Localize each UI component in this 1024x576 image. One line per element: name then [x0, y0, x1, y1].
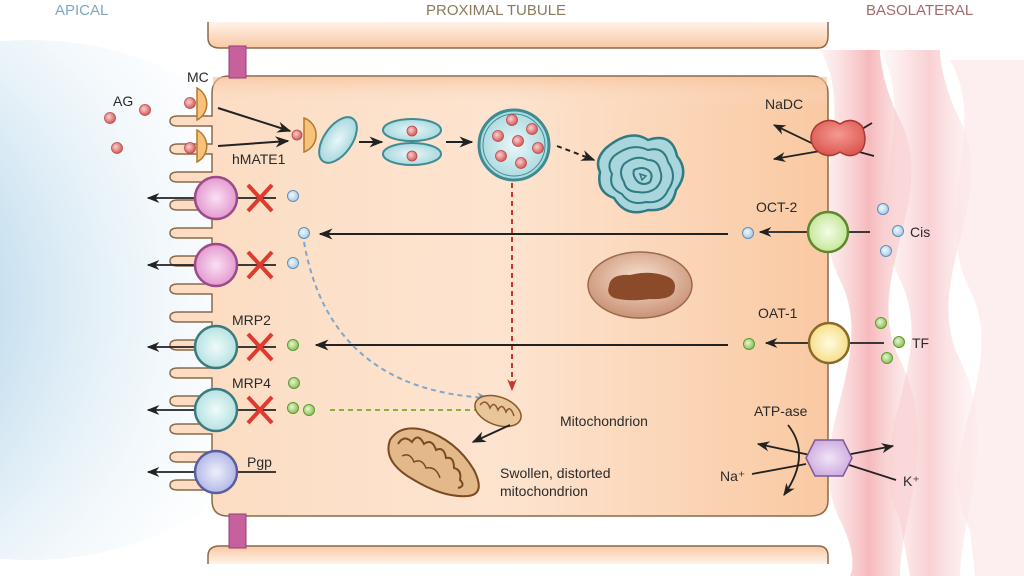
ag-molecule	[139, 104, 151, 116]
ag-molecule	[104, 112, 116, 124]
pgp-pump	[193, 449, 239, 495]
mrp2-label: MRP2	[232, 312, 271, 328]
cis-to-mitochondrion-arrow	[303, 241, 490, 403]
swollen-mitochondrion: Swollen, distorted mitochondrion	[387, 427, 611, 499]
hmate1-label: hMATE1	[232, 151, 286, 167]
cis-label: Cis	[910, 224, 930, 240]
apical-transporter-mrp4: MRP4	[146, 375, 300, 433]
cisplatin-molecule	[298, 227, 310, 239]
oct2-label: OCT-2	[756, 199, 797, 215]
tf-molecule	[893, 336, 905, 348]
upper-neighbor-cell	[207, 22, 829, 49]
proximal-tubule-header: PROXIMAL TUBULE	[426, 2, 566, 19]
blocked-x-icon	[246, 250, 274, 280]
mc-label: MC	[187, 69, 209, 85]
megalin-cubilin-receptor	[196, 86, 208, 122]
efflux-1-pump	[193, 175, 239, 221]
k-label: K⁺	[903, 473, 920, 489]
aminoglycoside-uptake: AG MC hMATE1	[104, 69, 317, 167]
ag-label: AG	[113, 93, 133, 109]
swollen-label-line2: mitochondrion	[500, 483, 588, 499]
mrp2-pump	[193, 324, 239, 370]
ag-molecule	[184, 142, 196, 154]
tf-molecule	[881, 352, 893, 364]
ag-molecule	[111, 142, 123, 154]
mrp4-label: MRP4	[232, 375, 271, 391]
tight-junction-top	[228, 45, 247, 79]
nucleus	[587, 251, 693, 319]
tf-molecule	[875, 317, 887, 329]
na-k-atpase: ATP-ase Na⁺ K⁺	[720, 403, 920, 497]
efflux-2-pump	[193, 242, 239, 288]
blocked-x-icon	[246, 183, 274, 213]
apical-header: APICAL	[55, 2, 108, 19]
oat1-transporter: OAT-1 TF	[743, 305, 929, 365]
endosome-vesicle	[318, 116, 358, 164]
uptake-arrow	[217, 136, 290, 148]
tf-molecule	[288, 377, 300, 389]
nadc-transporter: NaDC	[765, 96, 875, 163]
basolateral-header: BASOLATERAL	[866, 2, 973, 19]
mitochondrion-label: Mitochondrion	[560, 413, 648, 429]
nadc-label: NaDC	[765, 96, 803, 112]
blocked-x-icon	[246, 395, 274, 425]
tf-molecule	[287, 339, 299, 351]
tf-label: TF	[912, 335, 929, 351]
tf-molecule	[303, 404, 315, 416]
blocked-x-icon	[246, 332, 274, 362]
pgp-label: Pgp	[247, 454, 272, 470]
hmate1-receptor	[303, 116, 317, 154]
cisplatin-molecule	[892, 225, 904, 237]
apical-transporter-efflux-1	[146, 175, 299, 221]
cisplatin-molecule	[287, 257, 299, 269]
swelling-arrow	[471, 424, 511, 443]
mrp4-pump	[193, 387, 239, 433]
cisplatin-molecule	[877, 203, 889, 215]
tight-junction-bottom	[228, 513, 247, 549]
uptake-arrow	[217, 107, 292, 133]
tf-molecule	[287, 402, 299, 414]
na-label: Na⁺	[720, 468, 745, 484]
cisplatin-molecule	[880, 245, 892, 257]
endocytic-pathway	[318, 108, 685, 392]
mitochondrion: Mitochondrion	[474, 394, 648, 429]
atpase-label: ATP-ase	[754, 403, 808, 419]
swollen-label-line1: Swollen, distorted	[500, 465, 611, 481]
apical-transporter-efflux-2	[146, 242, 299, 288]
lower-neighbor-cell	[207, 545, 829, 564]
apical-transporter-pgp: Pgp	[146, 449, 276, 495]
ag-molecule	[184, 97, 196, 109]
oct2-transporter: OCT-2 Cis	[742, 199, 930, 257]
oat1-label: OAT-1	[758, 305, 798, 321]
apical-transporter-mrp2: MRP2	[146, 312, 299, 370]
ag-molecule	[291, 129, 303, 141]
pathway-dashed-arrow	[556, 145, 596, 161]
cisplatin-molecule	[287, 190, 299, 202]
myeloid-body	[596, 134, 685, 214]
megalin-cubilin-receptor	[196, 128, 208, 164]
